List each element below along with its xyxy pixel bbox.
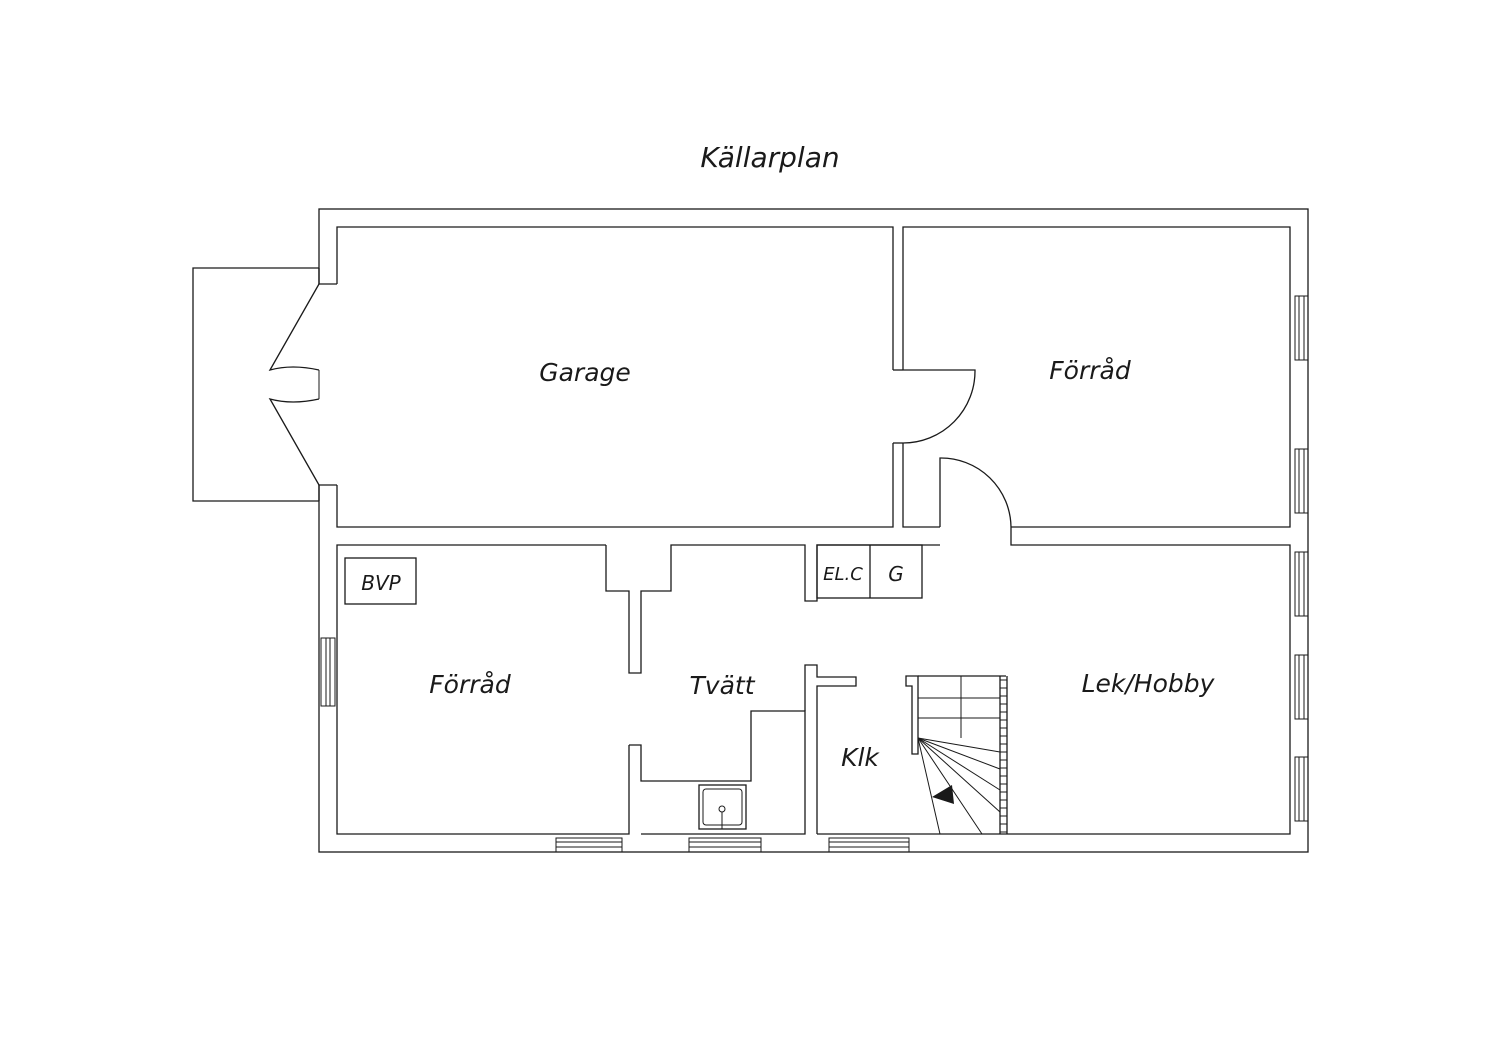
sink-icon <box>698 784 747 830</box>
windows-right <box>1294 295 1309 822</box>
label-tvatt: Tvätt <box>690 671 756 700</box>
label-elc: EL.C <box>823 564 863 585</box>
window-left <box>320 637 336 707</box>
outer-walls <box>318 208 1309 853</box>
room-forrad-top: Förråd <box>902 226 1291 528</box>
room-tvatt: Tvätt <box>629 664 857 835</box>
windows-bottom <box>555 837 910 853</box>
door-garage-forrad <box>902 369 976 444</box>
label-g: G <box>888 562 904 586</box>
door-hall-forrad <box>939 457 1012 528</box>
cabinets: EL.C G <box>816 544 923 599</box>
label-bvp: BVP <box>361 571 401 595</box>
label-forrad-top: Förråd <box>1049 356 1131 385</box>
room-lek-hobby: Lek/Hobby <box>1010 527 1291 835</box>
label-lek-hobby: Lek/Hobby <box>1082 669 1216 698</box>
bvp-unit: BVP <box>344 557 417 605</box>
plan-title: Källarplan <box>700 141 839 174</box>
label-garage: Garage <box>539 358 631 387</box>
room-garage: Garage <box>336 226 903 528</box>
staircase <box>905 675 1011 835</box>
room-forrad-bottom: Förråd <box>336 544 940 835</box>
label-klk: Klk <box>841 743 880 772</box>
garage-entrance <box>192 267 339 502</box>
label-forrad-bottom: Förråd <box>429 670 511 699</box>
